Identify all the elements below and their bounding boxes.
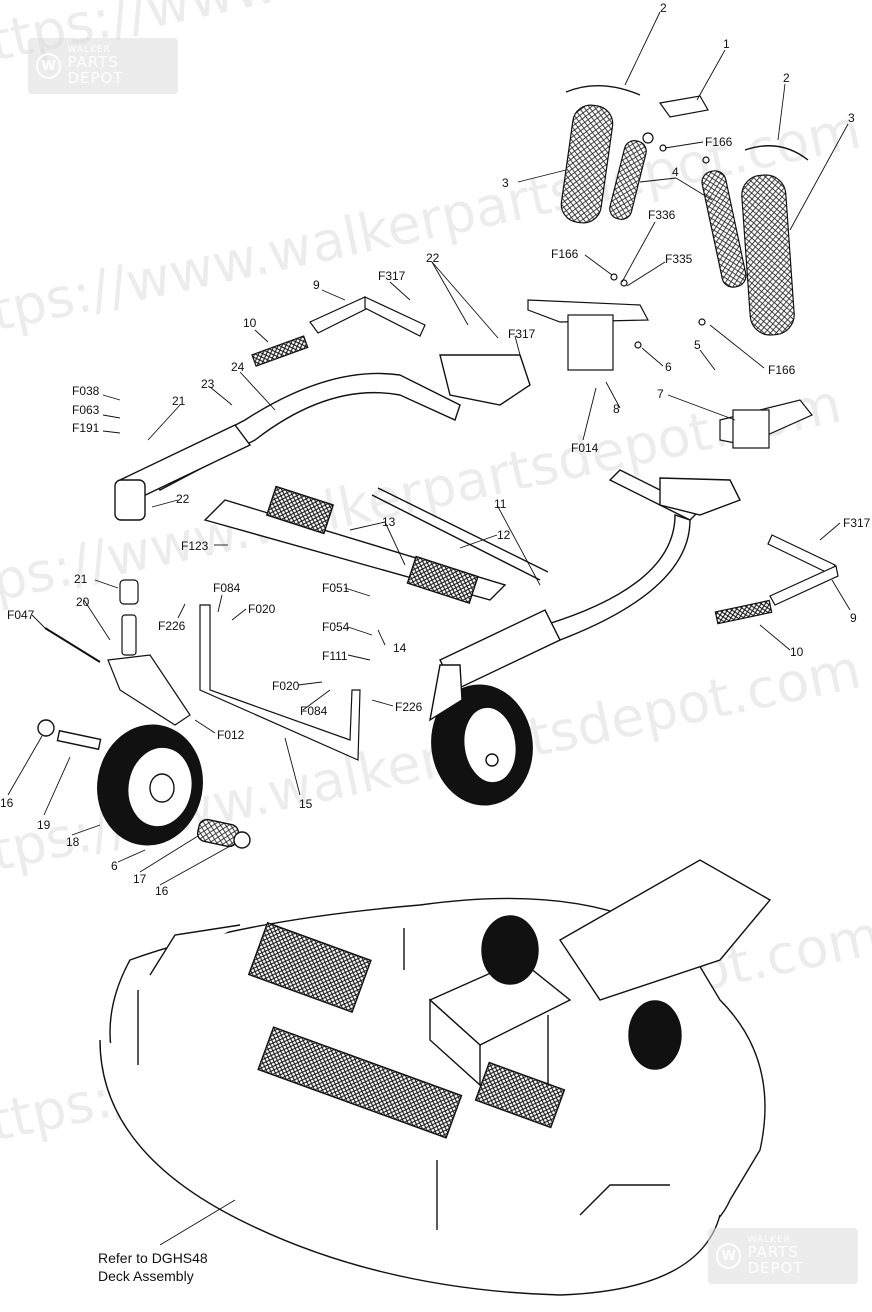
callout-f054: F054	[322, 620, 350, 634]
callout-6: 6	[111, 859, 118, 873]
callout-9: 9	[850, 611, 857, 625]
callout-8: 8	[613, 402, 620, 416]
callout-18: 18	[66, 835, 80, 849]
callout-2: 2	[783, 71, 790, 85]
logo-small-text: WALKER	[67, 44, 111, 55]
callout-f123: F123	[181, 539, 209, 553]
callout-f336: F336	[648, 208, 676, 222]
callout-f317: F317	[843, 516, 871, 530]
callout-f020: F020	[272, 679, 300, 693]
handle-bars	[251, 296, 839, 625]
callout-15: 15	[299, 797, 313, 811]
wheels	[37, 664, 533, 849]
logo-big-text: PARTS DEPOT	[67, 52, 124, 87]
callout-f020: F020	[248, 602, 276, 616]
callout-22: 22	[176, 492, 190, 506]
callout-labels: 1 2 2 3 3 F166 4 F336 F166 F335 22 F317 …	[0, 1, 871, 898]
callout-f012: F012	[217, 728, 245, 742]
callout-12: 12	[497, 528, 511, 542]
spring-assembly	[560, 84, 809, 349]
deck-reference-note: Refer to DGHS48 Deck Assembly	[98, 1249, 208, 1285]
callout-f335: F335	[665, 252, 693, 266]
main-frame	[114, 354, 741, 691]
watermark-logo: W WALKER PARTS DEPOT	[708, 1228, 858, 1284]
callout-17: 17	[133, 872, 147, 886]
callout-2: 2	[660, 1, 667, 15]
callout-f051: F051	[322, 581, 350, 595]
control-rod	[371, 487, 549, 581]
leader-lines	[7, 11, 851, 1246]
callout-f038: F038	[72, 384, 100, 398]
callout-4: 4	[672, 165, 679, 179]
callout-f191: F191	[72, 421, 100, 435]
callout-16: 16	[0, 796, 14, 810]
callout-7: 7	[657, 387, 664, 401]
callout-10: 10	[790, 645, 804, 659]
callout-f226: F226	[158, 619, 186, 633]
walker-logo-icon: W	[716, 1243, 742, 1269]
callout-f111: F111	[322, 649, 348, 663]
callout-16: 16	[155, 884, 169, 898]
callout-14: 14	[393, 641, 407, 655]
callout-f166: F166	[768, 363, 796, 377]
callout-f166: F166	[551, 247, 579, 261]
logo-big-text: PARTS DEPOT	[747, 1242, 804, 1277]
callout-19: 19	[37, 818, 51, 832]
callout-13: 13	[382, 515, 396, 529]
left-caster	[44, 579, 361, 761]
logo-small-text: WALKER	[747, 1234, 791, 1245]
callout-11: 11	[494, 497, 507, 511]
callout-3: 3	[502, 176, 509, 190]
callout-f047: F047	[7, 608, 35, 622]
callout-10: 10	[243, 316, 257, 330]
callout-f317: F317	[508, 327, 536, 341]
callout-20: 20	[76, 595, 90, 609]
walker-logo-icon: W	[36, 53, 62, 79]
reference-line-1: Refer to DGHS48	[98, 1250, 208, 1266]
callout-5: 5	[694, 338, 701, 352]
callout-f084: F084	[213, 581, 241, 595]
callout-3: 3	[848, 111, 855, 125]
callout-21: 21	[74, 572, 88, 586]
callout-9: 9	[313, 278, 320, 292]
callout-f226: F226	[395, 700, 423, 714]
callout-21: 21	[172, 394, 186, 408]
callout-23: 23	[201, 377, 215, 391]
callout-f084: F084	[300, 704, 328, 718]
mower-deck	[99, 859, 772, 1296]
callout-f317: F317	[378, 269, 406, 283]
callout-24: 24	[231, 360, 245, 374]
callout-f166: F166	[705, 135, 733, 149]
watermark-logo: W WALKER PARTS DEPOT	[28, 38, 178, 94]
callout-22: 22	[426, 251, 440, 265]
reference-line-2: Deck Assembly	[98, 1268, 194, 1284]
callout-f014: F014	[571, 441, 599, 455]
callout-f063: F063	[72, 403, 100, 417]
callout-6: 6	[665, 360, 672, 374]
callout-1: 1	[723, 37, 730, 51]
